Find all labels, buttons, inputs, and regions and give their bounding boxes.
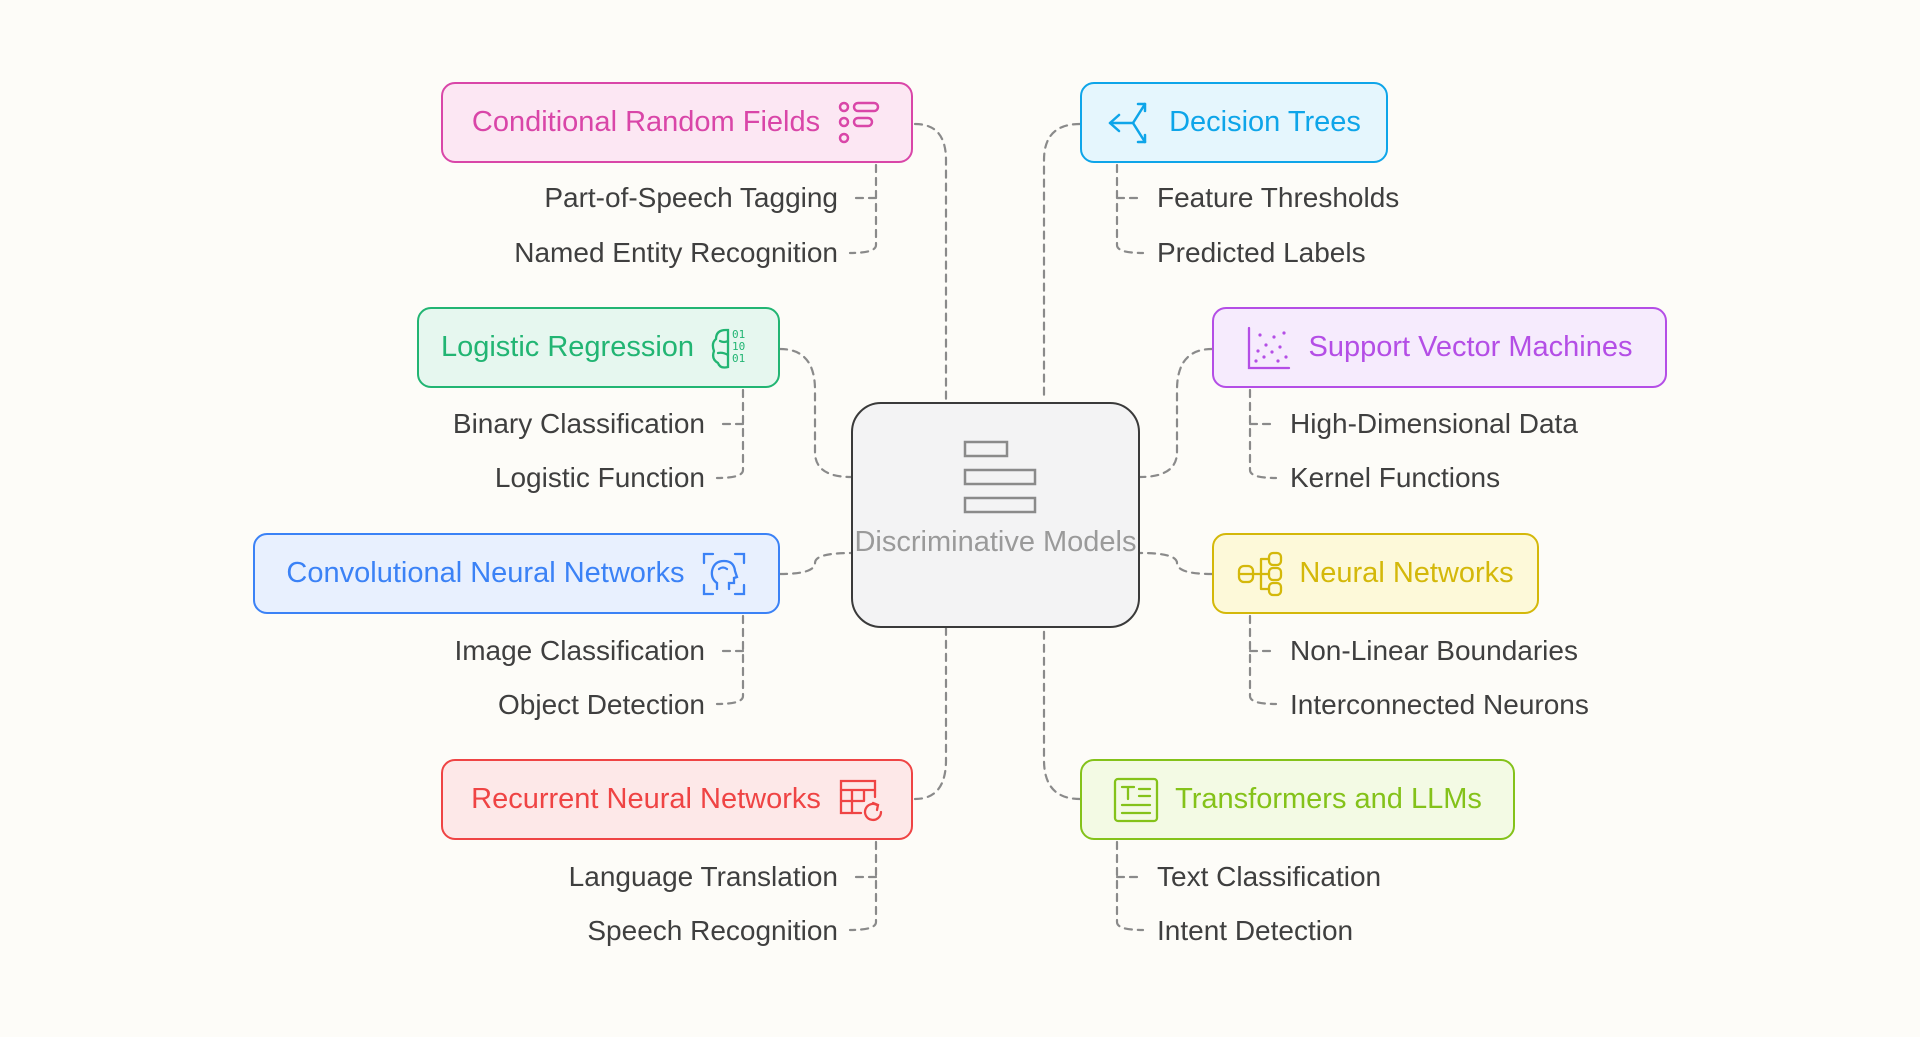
connector-tf-items [1115, 840, 1145, 932]
node-nn[interactable]: Neural Networks [1212, 533, 1539, 614]
face-scan-icon [701, 551, 747, 597]
node-svm[interactable]: Support Vector Machines [1212, 307, 1667, 388]
connector-dt-items [1115, 163, 1145, 255]
node-dt-item-2: Predicted Labels [1157, 237, 1366, 268]
network-nodes-icon [1237, 551, 1283, 597]
connector-dt [1042, 122, 1082, 402]
connector-crf [913, 122, 948, 402]
svg-text:01: 01 [732, 328, 745, 341]
connector-rnn [913, 626, 948, 801]
svg-text:10: 10 [732, 340, 745, 353]
split-arrow-icon [1107, 100, 1153, 146]
node-dt-item-1: Feature Thresholds [1157, 182, 1400, 213]
center-node: Discriminative Models [851, 402, 1140, 628]
node-nn-item-2: Interconnected Neurons [1290, 689, 1589, 720]
connector-cnn-items [715, 614, 745, 706]
node-cnn-item-1: Image Classification [454, 635, 705, 666]
connector-nn-items [1248, 614, 1278, 706]
connector-svm-items [1248, 388, 1278, 480]
node-nn-item-1: Non-Linear Boundaries [1290, 635, 1578, 666]
node-rnn-item-1: Language Translation [568, 861, 838, 892]
node-rnn[interactable]: Recurrent Neural Networks [441, 759, 913, 840]
connector-cnn [778, 551, 853, 576]
node-tf-label: Transformers and LLMs [1175, 783, 1482, 815]
connector-rnn-items [848, 840, 878, 932]
stacked-bars-icon [957, 440, 1037, 518]
node-cnn[interactable]: Convolutional Neural Networks [253, 533, 780, 614]
center-label: Discriminative Models [854, 526, 1137, 558]
node-svm-label: Support Vector Machines [1308, 331, 1633, 363]
node-lr-item-2: Logistic Function [494, 462, 705, 493]
node-crf[interactable]: Conditional Random Fields [441, 82, 913, 163]
table-refresh-icon [837, 777, 883, 823]
node-rnn-item-2: Speech Recognition [587, 915, 838, 946]
scatter-plot-icon [1246, 325, 1292, 371]
node-dt-label: Decision Trees [1169, 106, 1361, 138]
connector-svm [1138, 347, 1214, 479]
node-lr-item-1: Binary Classification [452, 408, 705, 439]
connector-lr [778, 347, 853, 479]
node-crf-item-1: Part-of-Speech Tagging [544, 182, 838, 213]
node-svm-item-2: Kernel Functions [1290, 462, 1501, 493]
node-dt[interactable]: Decision Trees [1080, 82, 1388, 163]
connector-nn [1138, 551, 1214, 576]
node-lr[interactable]: Logistic Regression 01 10 01 [417, 307, 780, 388]
text-document-icon [1113, 777, 1159, 823]
node-tf-item-2: Intent Detection [1157, 915, 1354, 946]
brain-binary-icon: 01 10 01 [710, 325, 756, 371]
connector-lr-items [715, 388, 745, 480]
node-crf-item-2: Named Entity Recognition [514, 237, 838, 268]
list-dots-icon [836, 100, 882, 146]
node-cnn-label: Convolutional Neural Networks [286, 557, 685, 589]
connector-crf-items [848, 163, 878, 255]
node-tf-item-1: Text Classification [1157, 861, 1382, 892]
svg-text:01: 01 [732, 352, 745, 365]
node-tf[interactable]: Transformers and LLMs [1080, 759, 1515, 840]
node-crf-label: Conditional Random Fields [471, 106, 821, 138]
node-svm-item-1: High-Dimensional Data [1290, 408, 1578, 439]
node-lr-label: Logistic Regression [440, 331, 695, 363]
connector-tf [1042, 626, 1082, 801]
node-nn-label: Neural Networks [1299, 557, 1514, 589]
node-rnn-label: Recurrent Neural Networks [471, 783, 821, 815]
node-cnn-item-2: Object Detection [498, 689, 705, 720]
